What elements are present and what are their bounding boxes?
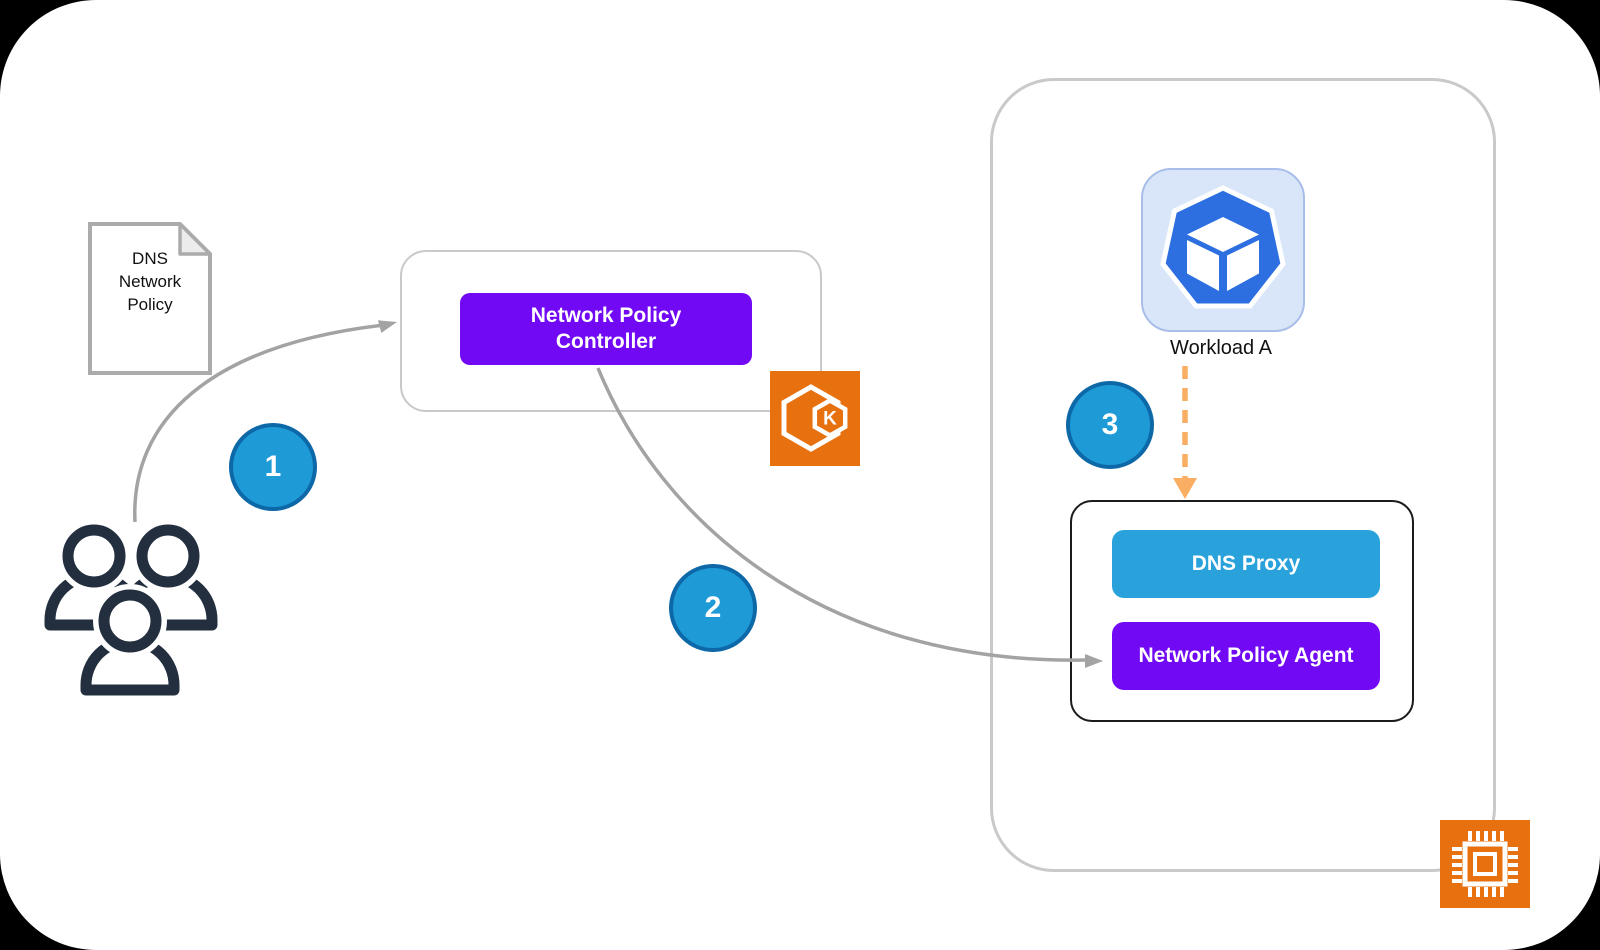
step-3-number: 3 [1101,408,1119,441]
eks-kubernetes-icon: K [770,371,860,466]
step-2-number: 2 [704,591,722,624]
controller-label-line-1: Network Policy [530,303,682,327]
network-policy-controller-node: Network Policy Controller [460,293,752,365]
ec2-instance-icon [1440,820,1530,908]
flow-arrow-1-head [377,320,397,333]
pod-cube-icon [1141,168,1305,332]
users-icon [44,522,218,697]
workload-label: Workload A [1170,337,1272,359]
dns-proxy-node: DNS Proxy [1112,530,1380,598]
step-1-badge: 1 [229,423,317,511]
network-policy-agent-node: Network Policy Agent [1112,622,1380,690]
policy-document-label: DNS Network Policy [88,248,212,317]
doc-line-1: DNS [132,249,168,268]
step-1-number: 1 [264,450,282,483]
step-2-badge: 2 [669,564,757,652]
controller-label-line-2: Controller [555,330,657,353]
step-3-badge: 3 [1066,381,1154,469]
doc-line-3: Policy [127,294,173,314]
doc-line-2: Network [118,271,182,291]
eks-letter: K [823,409,837,430]
